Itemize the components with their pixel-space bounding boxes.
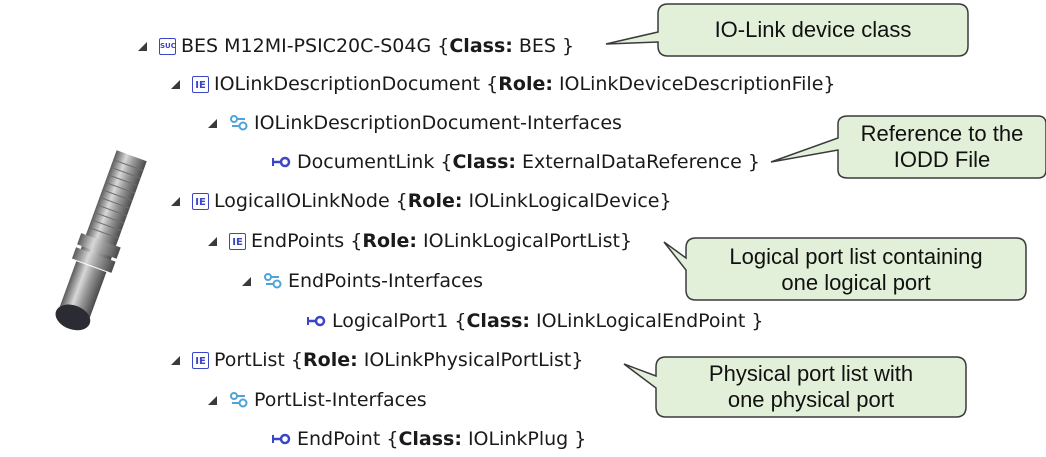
node-close-brace: } xyxy=(571,349,584,371)
node-close-brace: } xyxy=(741,151,760,173)
node-value: IOLinkPlug xyxy=(467,428,569,450)
node-value: IOLinkDeviceDescriptionFile xyxy=(558,73,824,95)
node-name: LogicalPort1 xyxy=(332,310,449,332)
sensor-image xyxy=(55,150,147,331)
node-open-brace: { xyxy=(380,428,399,450)
internal-element-icon: IE xyxy=(192,351,209,369)
tree-row[interactable]: PortList-Interfaces xyxy=(208,385,427,415)
interface-group-icon xyxy=(229,114,249,132)
node-key: Role: xyxy=(407,190,463,212)
node-open-brace: { xyxy=(431,35,450,57)
expand-triangle-icon[interactable] xyxy=(208,236,217,246)
callout-device-class-text: IO-Link device class xyxy=(714,17,912,42)
tree-row[interactable]: IE LogicalIOLinkNode { Role: IOLinkLogic… xyxy=(171,186,672,216)
node-value: IOLinkLogicalPortList xyxy=(423,230,620,252)
tree-row[interactable]: IE EndPoints { Role: IOLinkLogicalPortLi… xyxy=(208,226,632,256)
internal-element-icon: IE xyxy=(229,232,246,250)
node-name: PortList xyxy=(214,349,285,371)
interface-group-icon xyxy=(263,272,283,290)
node-value: IOLinkPhysicalPortList xyxy=(363,349,572,371)
tree-row[interactable]: EndPoints-Interfaces xyxy=(242,266,483,296)
node-value: ExternalDataReference xyxy=(521,151,742,173)
external-interface-icon xyxy=(272,432,292,446)
tree-row[interactable]: SUC BES M12MI-PSIC20C-S04G { Class: BES … xyxy=(138,31,574,61)
expand-triangle-icon[interactable] xyxy=(138,41,147,51)
node-close-brace: } xyxy=(568,428,587,450)
node-name: LogicalIOLinkNode xyxy=(214,190,390,212)
expand-triangle-icon[interactable] xyxy=(171,79,180,89)
node-name: IOLinkDescriptionDocument xyxy=(214,73,481,95)
node-key: Role: xyxy=(498,73,553,95)
external-interface-icon xyxy=(272,155,292,169)
node-open-brace: { xyxy=(448,310,467,332)
tree-row[interactable]: IOLinkDescriptionDocument-Interfaces xyxy=(208,108,622,138)
node-value: BES xyxy=(518,35,556,57)
node-key: Role: xyxy=(362,230,418,252)
tree-row[interactable]: DocumentLink { Class: ExternalDataRefere… xyxy=(272,147,760,177)
node-open-brace: { xyxy=(434,151,453,173)
suc-icon: SUC xyxy=(159,37,176,55)
tree-row[interactable]: LogicalPort1 { Class: IOLinkLogicalEndPo… xyxy=(307,306,763,336)
node-value: IOLinkLogicalDevice xyxy=(468,190,660,212)
node-open-brace: { xyxy=(389,190,408,212)
node-key: Role: xyxy=(303,349,358,371)
expand-triangle-icon[interactable] xyxy=(171,355,180,365)
node-key: Class: xyxy=(398,428,462,450)
node-key: Class: xyxy=(452,151,516,173)
node-name: BES M12MI-PSIC20C-S04G xyxy=(181,35,432,57)
tree-row[interactable]: IE PortList { Role: IOLinkPhysicalPortLi… xyxy=(171,345,583,375)
node-name: DocumentLink xyxy=(297,151,435,173)
expand-triangle-icon[interactable] xyxy=(208,118,217,128)
expand-triangle-icon[interactable] xyxy=(171,196,180,206)
node-name: PortList-Interfaces xyxy=(254,389,427,411)
external-interface-icon xyxy=(307,314,327,328)
internal-element-icon: IE xyxy=(192,192,209,210)
node-open-brace: { xyxy=(480,73,499,95)
node-key: Class: xyxy=(449,35,513,57)
node-close-brace: } xyxy=(745,310,764,332)
node-name: EndPoint xyxy=(297,428,381,450)
interface-group-icon xyxy=(229,391,249,409)
expand-triangle-icon[interactable] xyxy=(208,395,217,405)
node-open-brace: { xyxy=(284,349,304,371)
node-close-brace: } xyxy=(823,73,836,95)
node-value: IOLinkLogicalEndPoint xyxy=(535,310,746,332)
node-name: EndPoints-Interfaces xyxy=(288,270,484,292)
expand-triangle-icon[interactable] xyxy=(242,276,251,286)
tree-row[interactable]: EndPoint { Class: IOLinkPlug } xyxy=(272,424,586,454)
node-close-brace: } xyxy=(619,230,633,252)
callout-physical-port-list-text: Physical port list with one physical por… xyxy=(708,361,914,412)
node-open-brace: { xyxy=(344,230,363,252)
node-name: EndPoints xyxy=(251,230,345,252)
node-close-brace: } xyxy=(555,35,575,57)
callout-iodd-reference-text: Reference to the IODD File xyxy=(860,121,1024,172)
node-close-brace: } xyxy=(659,190,672,212)
node-name: IOLinkDescriptionDocument-Interfaces xyxy=(254,112,622,134)
callout-logical-port-list-text: Logical port list containing one logical… xyxy=(729,244,983,295)
node-key: Class: xyxy=(466,310,530,332)
internal-element-icon: IE xyxy=(192,75,209,93)
tree-row[interactable]: IE IOLinkDescriptionDocument { Role: IOL… xyxy=(171,69,836,99)
